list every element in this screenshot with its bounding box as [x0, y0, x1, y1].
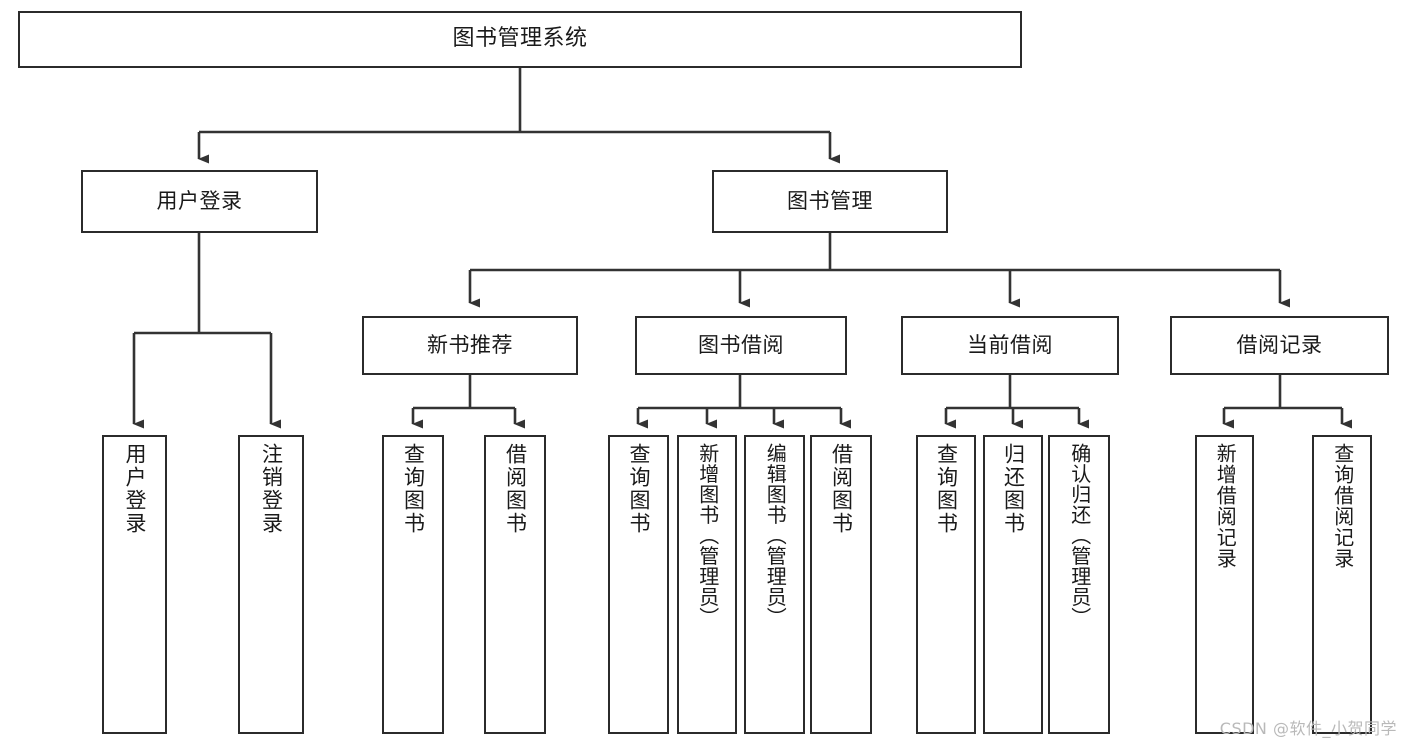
node-current-borrow[interactable]: 当前借阅 [901, 316, 1119, 375]
node-leaf-logout-login-label: 注销登录 [259, 443, 284, 535]
node-leaf-return-book-label: 归还图书 [1001, 443, 1026, 535]
node-root-system[interactable]: 图书管理系统 [18, 11, 1022, 68]
node-leaf-confirm-return[interactable]: 确认归还（管理员） [1048, 435, 1110, 734]
node-leaf-borrow-book-2[interactable]: 借阅图书 [810, 435, 872, 734]
node-user-login[interactable]: 用户登录 [81, 170, 318, 233]
node-current-borrow-label: 当前借阅 [967, 332, 1053, 357]
node-leaf-query-book-1-label: 查询图书 [401, 443, 426, 535]
node-book-borrow-label: 图书借阅 [698, 332, 784, 357]
node-leaf-edit-book-label: 编辑图书（管理员） [763, 443, 788, 628]
node-leaf-confirm-return-label: 确认归还（管理员） [1067, 443, 1092, 628]
node-leaf-user-login-label: 用户登录 [122, 443, 147, 535]
node-leaf-add-record[interactable]: 新增借阅记录 [1195, 435, 1254, 734]
csdn-watermark: CSDN @软件_小贺同学 [1219, 719, 1397, 738]
node-new-book-recommend-label: 新书推荐 [427, 332, 513, 357]
node-book-manage-label: 图书管理 [787, 188, 873, 213]
node-new-book-recommend[interactable]: 新书推荐 [362, 316, 578, 375]
node-leaf-edit-book[interactable]: 编辑图书（管理员） [744, 435, 805, 734]
node-root-system-label: 图书管理系统 [452, 26, 588, 52]
node-user-login-label: 用户登录 [156, 188, 243, 213]
node-book-borrow[interactable]: 图书借阅 [635, 316, 847, 375]
node-book-manage[interactable]: 图书管理 [712, 170, 948, 233]
node-leaf-query-record[interactable]: 查询借阅记录 [1312, 435, 1372, 734]
node-leaf-return-book[interactable]: 归还图书 [983, 435, 1043, 734]
node-leaf-query-book-1[interactable]: 查询图书 [382, 435, 444, 734]
node-leaf-query-book-3[interactable]: 查询图书 [916, 435, 976, 734]
node-leaf-query-book-2[interactable]: 查询图书 [608, 435, 669, 734]
node-leaf-borrow-book-2-label: 借阅图书 [829, 443, 854, 535]
node-borrow-record-label: 借阅记录 [1236, 332, 1323, 357]
node-leaf-borrow-book-1-label: 借阅图书 [503, 443, 528, 535]
node-leaf-user-login[interactable]: 用户登录 [102, 435, 167, 734]
node-leaf-add-record-label: 新增借阅记录 [1213, 443, 1238, 569]
node-leaf-borrow-book-1[interactable]: 借阅图书 [484, 435, 546, 734]
node-leaf-logout-login[interactable]: 注销登录 [238, 435, 304, 734]
node-leaf-add-book[interactable]: 新增图书（管理员） [677, 435, 737, 734]
node-leaf-query-book-3-label: 查询图书 [934, 443, 959, 535]
node-leaf-query-book-2-label: 查询图书 [626, 443, 651, 535]
node-borrow-record[interactable]: 借阅记录 [1170, 316, 1389, 375]
node-leaf-query-record-label: 查询借阅记录 [1330, 443, 1355, 569]
node-leaf-add-book-label: 新增图书（管理员） [695, 443, 720, 628]
